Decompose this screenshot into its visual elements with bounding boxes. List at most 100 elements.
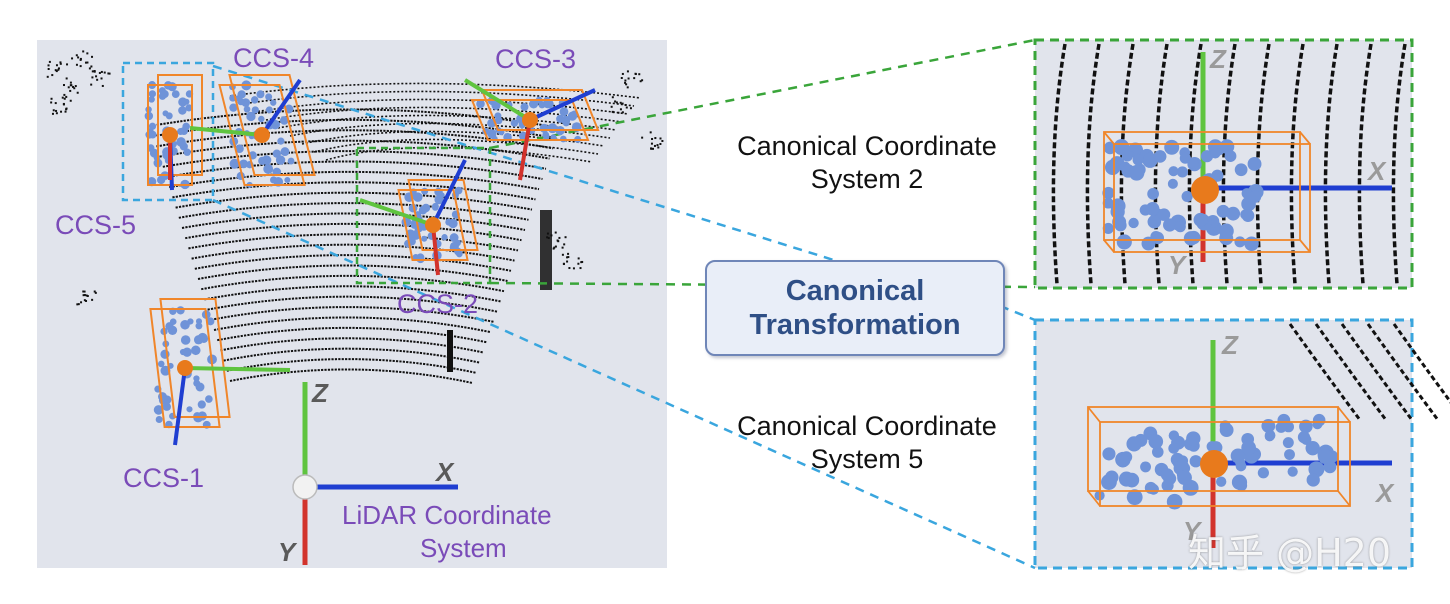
noise-dot	[107, 72, 110, 75]
object-center	[162, 127, 178, 143]
canon5-y-label: Y	[1183, 516, 1201, 546]
object-axis-green	[189, 126, 263, 137]
connector-blue-right	[999, 304, 1036, 322]
scan-arc	[229, 368, 473, 384]
object-point	[145, 130, 154, 139]
object-bbox-back	[480, 89, 600, 131]
scan-arc	[188, 233, 519, 252]
noise-dot	[73, 87, 76, 90]
region-ccs-2	[355, 146, 492, 285]
object-point	[510, 119, 519, 127]
object-center	[425, 217, 441, 233]
label-ccs-2: CCS-2	[397, 289, 479, 319]
canon5-point	[1160, 468, 1174, 482]
object-point	[250, 96, 259, 104]
canon5-scan-line	[1366, 323, 1440, 421]
canon5-scan-line	[1340, 323, 1414, 421]
object-point	[153, 405, 164, 415]
noise-dot	[90, 83, 93, 86]
object-point	[195, 322, 203, 330]
canon5-point	[1140, 461, 1151, 473]
object-point	[162, 110, 169, 117]
canonical-caption-5: Canonical Coordinate System 5	[706, 410, 1028, 476]
canon5-point	[1189, 455, 1202, 468]
object-point	[155, 416, 163, 424]
object-point	[421, 235, 428, 242]
canon2-point	[1174, 221, 1186, 233]
object-point	[431, 204, 439, 211]
scan-arc	[181, 212, 526, 231]
object-point	[542, 131, 550, 139]
noise-dot	[62, 103, 65, 106]
object-bbox-front	[218, 84, 306, 186]
object-point	[185, 104, 193, 112]
canon2-point	[1128, 217, 1139, 229]
noise-dot	[76, 91, 79, 94]
object-point	[270, 99, 277, 106]
noise-dot	[621, 102, 624, 105]
object-group	[189, 74, 316, 188]
object-point	[410, 222, 417, 229]
noise-dot	[85, 299, 88, 302]
scan-arc-far	[325, 146, 593, 163]
noise-dot	[75, 54, 78, 57]
canon5-scan-line	[1392, 323, 1450, 404]
noise-dot	[88, 67, 91, 70]
noise-dot	[633, 77, 636, 80]
canon2-point	[1179, 152, 1191, 164]
noise-dot	[610, 105, 613, 108]
object-point	[258, 115, 265, 123]
object-group	[463, 78, 600, 181]
noise-dot	[577, 257, 580, 260]
noise-dot	[651, 137, 654, 140]
scan-arc	[191, 243, 515, 262]
noise-dot	[659, 137, 662, 140]
noise-dot	[77, 303, 80, 306]
noise-dot	[621, 72, 624, 75]
noise-dot	[641, 136, 644, 139]
object-axis-blue	[529, 88, 596, 122]
noise-dot	[65, 77, 68, 80]
noise-dot	[76, 303, 79, 306]
noise-dot	[639, 80, 642, 83]
noise-dot	[47, 67, 50, 70]
object-point	[251, 106, 259, 114]
canon2-point	[1183, 231, 1199, 246]
noise-dot	[661, 139, 664, 142]
canon2-point	[1102, 222, 1114, 234]
object-point	[287, 157, 295, 165]
canon5-point	[1306, 473, 1320, 487]
noise-dot	[650, 142, 653, 145]
object-point	[157, 360, 165, 368]
canon5-point	[1297, 431, 1311, 444]
noise-dot	[638, 73, 641, 76]
object-point	[197, 411, 207, 421]
noise-dot	[93, 70, 96, 73]
object-point	[197, 400, 206, 409]
object-point	[178, 97, 188, 107]
noise-dot	[86, 52, 89, 55]
canon2-scan-line	[1255, 43, 1271, 285]
object-point	[544, 99, 554, 109]
canon5-point	[1166, 493, 1183, 510]
object-group	[359, 159, 479, 276]
canon2-point	[1153, 150, 1167, 163]
canon2-point	[1248, 190, 1262, 203]
object-point	[421, 187, 429, 195]
lidar-z-label: Z	[312, 378, 328, 408]
watermark: 知乎 @H20	[1188, 531, 1392, 575]
canon5-point	[1312, 419, 1323, 430]
object-point	[147, 177, 157, 187]
object-point	[162, 402, 171, 411]
noise-dot	[65, 95, 68, 98]
canonical-caption-2-line1: Canonical Coordinate	[737, 131, 997, 161]
canon2-point	[1145, 202, 1160, 216]
noise-dot	[653, 144, 656, 147]
label-ccs-4: CCS-4	[233, 43, 315, 73]
noise-dot	[627, 77, 630, 80]
object-bbox-back	[228, 74, 316, 176]
object-point	[519, 133, 527, 141]
noise-dot	[93, 290, 96, 293]
object-point	[176, 137, 186, 147]
noise-dot	[96, 78, 99, 81]
